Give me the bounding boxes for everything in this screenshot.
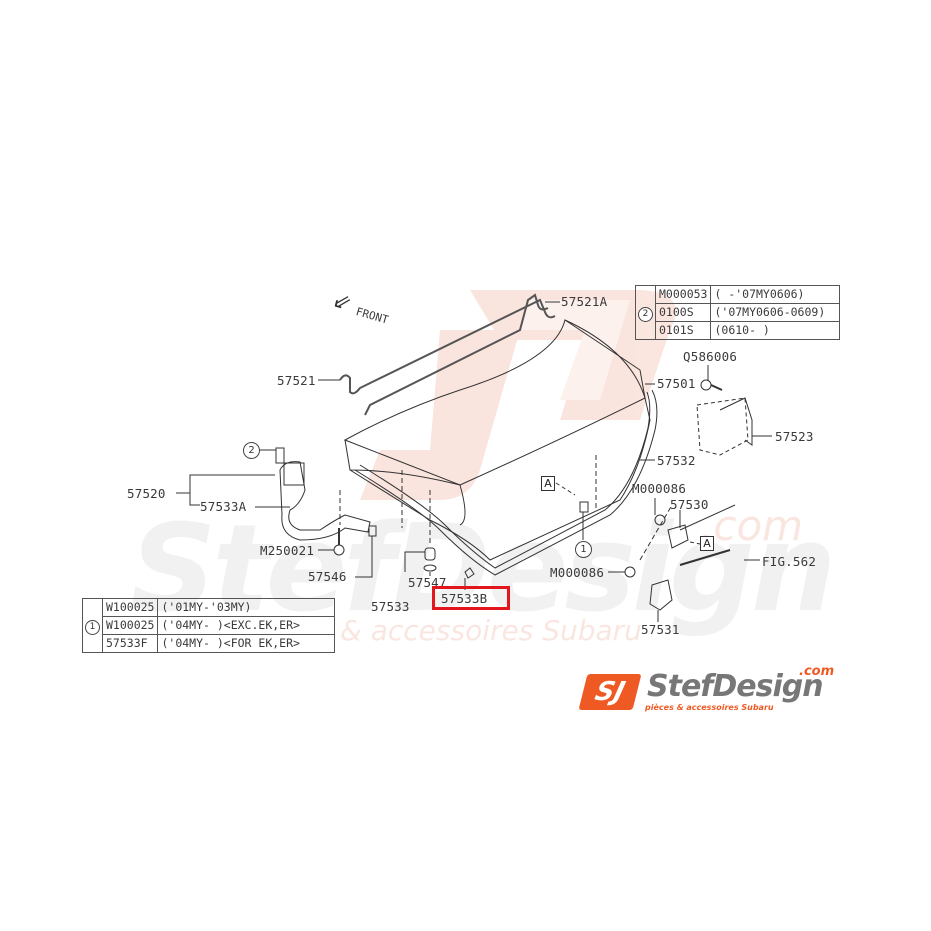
reference-table-1: 1 W100025 ('01MY-'03MY) W100025 ('04MY- …: [82, 598, 336, 653]
part-label-57546[interactable]: 57546: [308, 569, 347, 584]
torsion-bar-57521A: [364, 293, 549, 416]
lock-57531: [649, 579, 673, 611]
reference-marker-a-left: A: [541, 476, 555, 491]
table-2-note: (0610- ): [710, 321, 841, 340]
part-label-m000086-lower[interactable]: M000086: [550, 565, 605, 580]
callout-circle-2: 2: [243, 442, 260, 459]
watermark-tagline: & accessoires Subaru .com: [340, 501, 803, 647]
svg-text:.com: .com: [700, 501, 803, 550]
table-2-part[interactable]: M000053: [654, 285, 712, 304]
part-label-57530[interactable]: 57530: [670, 497, 709, 512]
hinge-57520: [279, 461, 371, 541]
table-1-marker: 1: [82, 598, 103, 653]
part-label-57533[interactable]: 57533: [371, 599, 410, 614]
table-1-part[interactable]: W100025: [101, 616, 159, 635]
part-label-m000086-upper[interactable]: M000086: [632, 481, 687, 496]
part-label-m250021[interactable]: M250021: [260, 543, 315, 558]
table-1-note: ('01MY-'03MY): [157, 598, 336, 617]
table-1-part[interactable]: 57533F: [101, 634, 159, 653]
reference-table-2: 2 M000053 ( -'07MY0606) 0100S ('07MY0606…: [635, 285, 841, 340]
trunk-lid: [343, 319, 646, 486]
svg-text:& accessoires Subaru: & accessoires Subaru: [340, 614, 642, 647]
watermark-logo: [360, 290, 676, 500]
callout-circle-1: 1: [575, 541, 592, 558]
part-label-q586006[interactable]: Q586006: [683, 349, 738, 364]
logo-tagline: pièces & accessoires Subaru: [645, 703, 774, 712]
table-1-note: ('04MY- )<EXC.EK,ER>: [157, 616, 336, 635]
latch-57530: [667, 524, 689, 549]
part-label-57523[interactable]: 57523: [775, 429, 814, 444]
torsion-bar-57521: [339, 298, 556, 395]
part-label-57532[interactable]: 57532: [657, 453, 696, 468]
table-2-part[interactable]: 0100S: [654, 303, 712, 322]
logo-name: StefDesign: [647, 669, 824, 704]
sj-badge-icon: SJ: [578, 674, 642, 710]
stefdesign-logo[interactable]: SJ StefDesign .com pièces & accessoires …: [578, 664, 848, 718]
part-label-57533b[interactable]: 57533B: [441, 591, 488, 606]
part-label-57533a[interactable]: 57533A: [200, 499, 247, 514]
table-2-marker: 2: [635, 285, 656, 340]
part-label-fig562[interactable]: FIG.562: [762, 554, 817, 569]
part-label-57501[interactable]: 57501: [657, 376, 696, 391]
table-2-note: ( -'07MY0606): [710, 285, 841, 304]
table-2-part[interactable]: 0101S: [654, 321, 712, 340]
table-1-note: ('04MY- )<FOR EK,ER>: [157, 634, 336, 653]
highlight-box: [432, 586, 510, 610]
table-2-note: ('07MY0606-0609): [710, 303, 841, 322]
logo-domain: .com: [799, 664, 835, 679]
part-label-57520[interactable]: 57520: [127, 486, 166, 501]
part-label-57521a[interactable]: 57521A: [561, 294, 608, 309]
part-label-57521[interactable]: 57521: [277, 373, 316, 388]
table-1-part[interactable]: W100025: [101, 598, 159, 617]
bracket-57523: [696, 397, 749, 456]
part-label-57531[interactable]: 57531: [641, 622, 680, 637]
reference-marker-a-right: A: [700, 536, 714, 551]
